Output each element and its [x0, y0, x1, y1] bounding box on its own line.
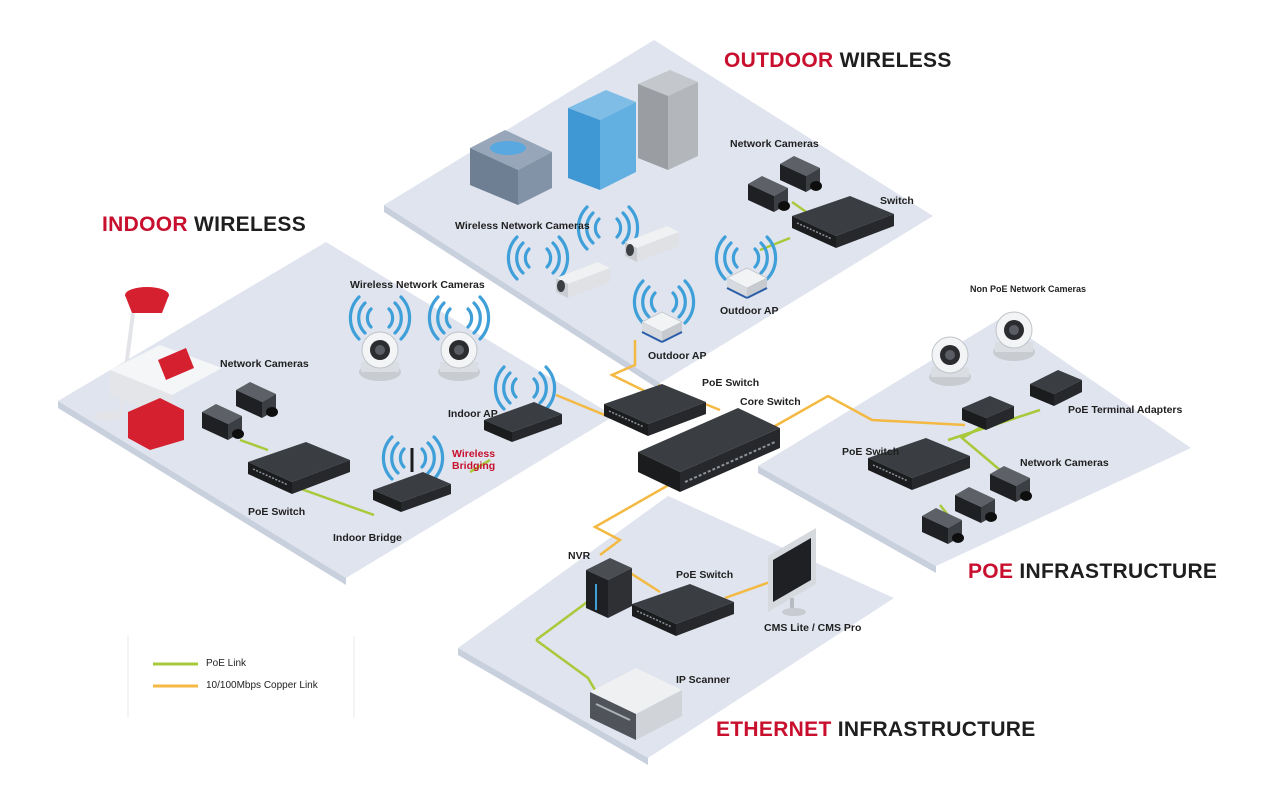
core-switch-icon: [638, 408, 780, 492]
wireless-dome-camera-icon: [437, 331, 481, 382]
label-poe-area-switch: PoE Switch: [842, 446, 900, 458]
outdoor-wireless-title: OUTDOOR WIRELESS: [724, 49, 952, 73]
title-rest: WIRELESS: [187, 213, 307, 236]
label-indoor-ap: Indoor AP: [448, 408, 498, 420]
title-highlight: ETHERNET: [716, 718, 832, 741]
label-indoor-bridge: Indoor Bridge: [333, 532, 402, 544]
label-indoor-network-cameras: Network Cameras: [220, 358, 309, 370]
label-cms: CMS Lite / CMS Pro: [764, 622, 862, 634]
label-indoor-poe-switch: PoE Switch: [248, 506, 306, 518]
indoor-wireless-title: INDOOR WIRELESS: [102, 213, 306, 237]
label-nvr: NVR: [568, 550, 591, 562]
poe-terminal-adapter-icon: [962, 396, 1014, 430]
monitor-icon: [768, 528, 816, 616]
label-ip-scanner: IP Scanner: [676, 674, 731, 686]
poe-platform: [758, 318, 1191, 566]
outdoor-platform: [384, 40, 933, 383]
title-highlight: INDOOR: [102, 213, 188, 236]
legend-poe-link-label: PoE Link: [206, 658, 247, 669]
label-poe-terminal-adapters: PoE Terminal Adapters: [1068, 404, 1183, 416]
label-outdoor-ap-right: Outdoor AP: [720, 305, 779, 317]
buildings-illustration: [470, 70, 698, 205]
label-poe-switch-center: PoE Switch: [702, 377, 760, 389]
indoor-platform-side: [58, 401, 346, 585]
title-rest: INFRASTRUCTURE: [1013, 560, 1218, 583]
label-outdoor-wireless-network-cameras: Wireless Network Cameras: [455, 220, 590, 232]
nvr-icon: [586, 558, 632, 618]
wireless-dome-camera-icon: [358, 331, 402, 382]
label-outdoor-ap-center: Outdoor AP: [648, 350, 707, 362]
title-rest: WIRELESS: [833, 49, 952, 72]
label-core-switch: Core Switch: [740, 396, 801, 408]
title-rest: INFRASTRUCTURE: [831, 718, 1036, 741]
poe-terminal-adapter-icon: [1030, 370, 1082, 406]
non-poe-dome-camera-icon: [928, 336, 972, 387]
poe-switch-center-icon: [603, 383, 707, 437]
label-indoor-wireless-network-cameras: Wireless Network Cameras: [350, 279, 485, 291]
sofa-illustration: [110, 345, 222, 450]
label-ethernet-poe-switch: PoE Switch: [676, 569, 734, 581]
legend-copper-link-label: 10/100Mbps Copper Link: [206, 680, 318, 691]
indoor-platform: [58, 242, 614, 578]
title-highlight: OUTDOOR: [724, 49, 834, 72]
ip-scanner-server-icon: [590, 668, 682, 740]
label-wireless-bridging: Wireless Bridging: [452, 448, 496, 472]
title-highlight: POE: [968, 560, 1014, 583]
label-non-poe-network-cameras: Non PoE Network Cameras: [970, 284, 1087, 294]
outdoor-platform-side: [384, 205, 660, 390]
label-outdoor-network-cameras: Network Cameras: [730, 138, 819, 150]
ethernet-infrastructure-title: ETHERNET INFRASTRUCTURE: [716, 718, 1036, 742]
ethernet-platform-side: [458, 648, 648, 765]
poe-infrastructure-title: POE INFRASTRUCTURE: [968, 560, 1217, 584]
label-outdoor-switch: Switch: [880, 195, 914, 207]
label-poe-area-network-cameras: Network Cameras: [1020, 457, 1109, 469]
poe-platform-side: [758, 466, 936, 573]
non-poe-dome-camera-icon: [992, 311, 1036, 362]
